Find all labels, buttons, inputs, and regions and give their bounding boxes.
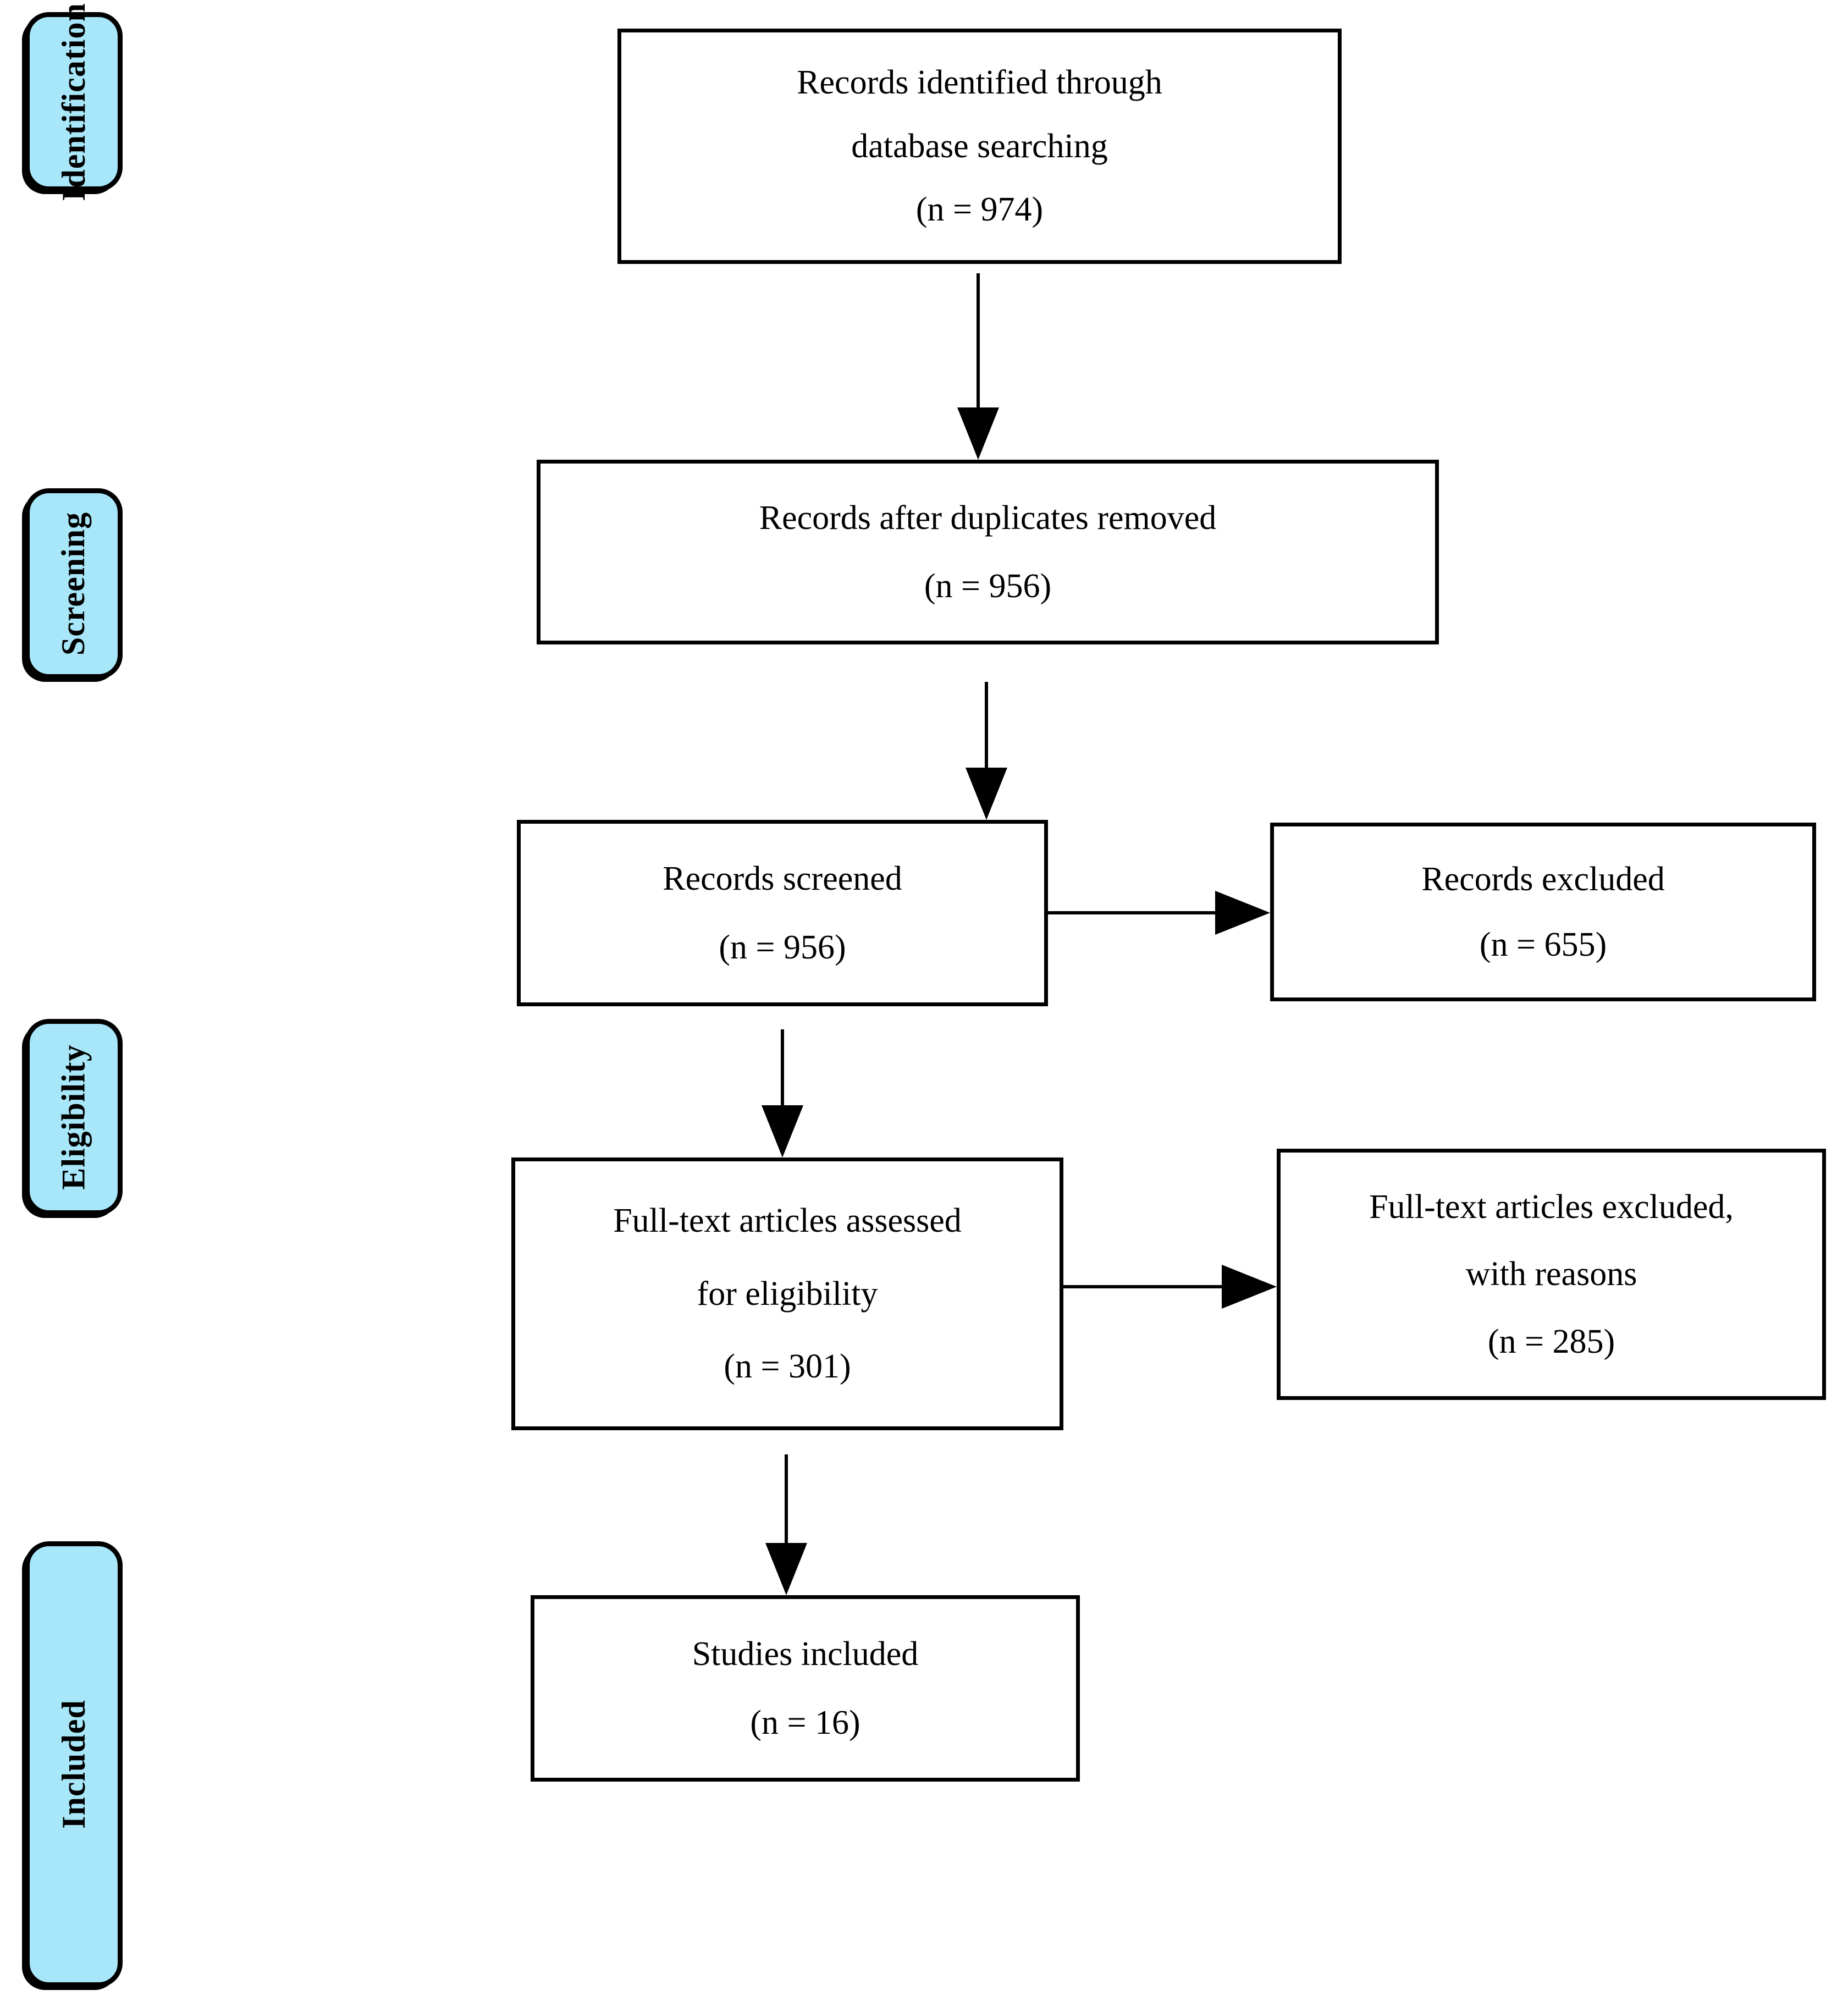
node-count: (n = 301) [724, 1348, 851, 1386]
node-count: (n = 285) [1487, 1323, 1615, 1361]
arrowhead-down-icon [762, 1105, 803, 1157]
node-text-line: Records excluded [1421, 860, 1665, 898]
node-text-line: with reasons [1465, 1255, 1637, 1293]
node-text-line: for eligibility [697, 1275, 878, 1313]
stage-screening-label: Screening [55, 511, 92, 656]
node-text-line: database searching [851, 127, 1108, 165]
node-records-identified: Records identified through database sear… [617, 29, 1342, 264]
stage-included-label: Included [55, 1700, 92, 1829]
stage-identification-label: Identification [55, 2, 92, 201]
node-text-line: Records after duplicates removed [759, 499, 1217, 537]
arrowhead-down-icon [765, 1543, 807, 1595]
arrow-line [781, 1029, 784, 1107]
node-count: (n = 956) [924, 567, 1052, 605]
node-text-line: Full-text articles excluded, [1369, 1188, 1734, 1226]
node-records-screened: Records screened (n = 956) [517, 820, 1048, 1006]
arrowhead-down-icon [957, 407, 999, 460]
node-count: (n = 974) [915, 191, 1044, 229]
node-records-excluded: Records excluded (n = 655) [1270, 823, 1816, 1001]
node-count: (n = 956) [719, 928, 846, 966]
arrow-line [1048, 911, 1218, 914]
arrowhead-down-icon [966, 768, 1007, 820]
node-fulltext-assessed: Full-text articles assessed for eligibil… [511, 1157, 1063, 1430]
stage-identification: Identification [25, 3, 123, 201]
node-text-line: Records identified through [797, 64, 1162, 102]
arrowhead-right-icon [1215, 891, 1270, 935]
stage-eligibility: Eligibility [25, 1019, 123, 1215]
node-text-line: Full-text articles assessed [613, 1202, 962, 1240]
stage-eligibility-label: Eligibility [55, 1044, 92, 1190]
arrow-line [977, 273, 980, 410]
node-fulltext-excluded: Full-text articles excluded, with reason… [1277, 1149, 1826, 1400]
arrowhead-right-icon [1222, 1265, 1277, 1309]
node-count: (n = 655) [1479, 926, 1607, 964]
arrow-line [1063, 1285, 1224, 1288]
node-text-line: Records screened [663, 860, 902, 898]
stage-included: Included [25, 1541, 123, 1987]
stage-screening: Screening [25, 488, 123, 679]
arrow-line [985, 682, 988, 770]
node-text-line: Studies included [692, 1635, 919, 1673]
node-count: (n = 16) [750, 1704, 860, 1741]
arrow-line [785, 1454, 788, 1545]
node-duplicates-removed: Records after duplicates removed (n = 95… [537, 460, 1439, 644]
node-studies-included: Studies included (n = 16) [531, 1595, 1080, 1782]
